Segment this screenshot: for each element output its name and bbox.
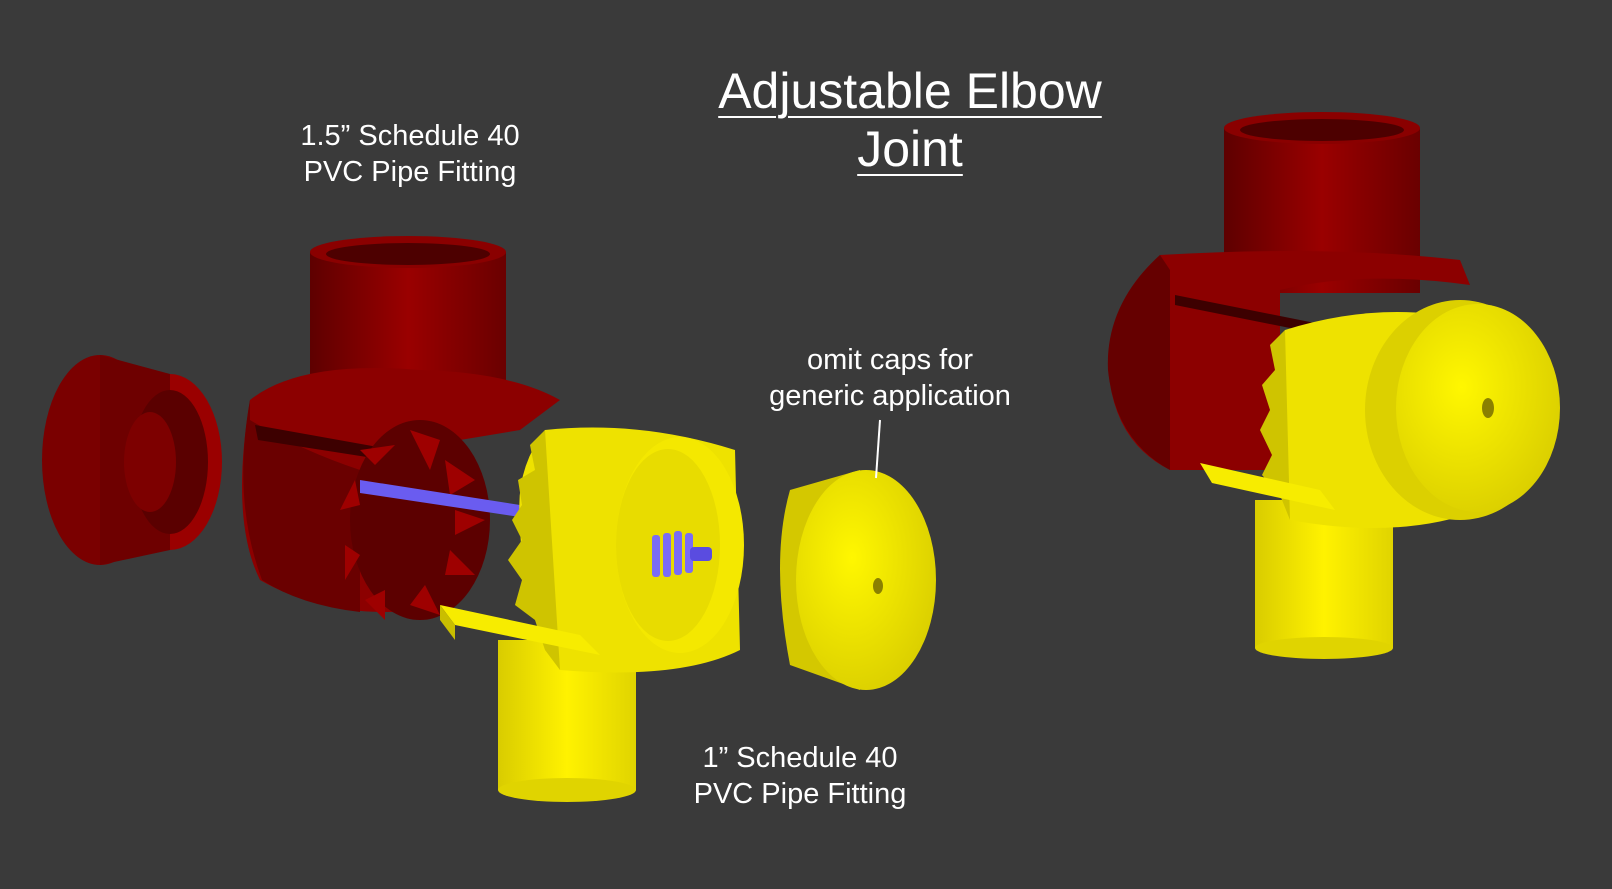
caps-note-label: omit caps for generic application [740,342,1040,415]
large-fitting-label-line1: 1.5” Schedule 40 [300,120,520,152]
blue-axle-rod [360,480,520,517]
large-fitting-label-line2: PVC Pipe Fitting [303,156,517,189]
assembled-assembly [1107,112,1560,659]
small-fitting-label-line2: PVC Pipe Fitting [693,778,907,811]
caps-leader-line [875,419,881,479]
spring-bolt [652,531,712,577]
diagram-title: Adjustable Elbow Joint [718,63,1102,177]
small-fitting-label: 1” Schedule 40 PVC Pipe Fitting [640,740,960,813]
caps-note-line2: generic application [769,380,1011,413]
yellow-end-cap [780,470,936,690]
large-fitting-label: 1.5” Schedule 40 PVC Pipe Fitting [260,118,560,191]
caps-note-line1: omit caps for [807,344,973,376]
red-end-cap [42,355,222,565]
small-fitting-label-line1: 1” Schedule 40 [702,742,898,774]
exploded-assembly [42,236,936,802]
